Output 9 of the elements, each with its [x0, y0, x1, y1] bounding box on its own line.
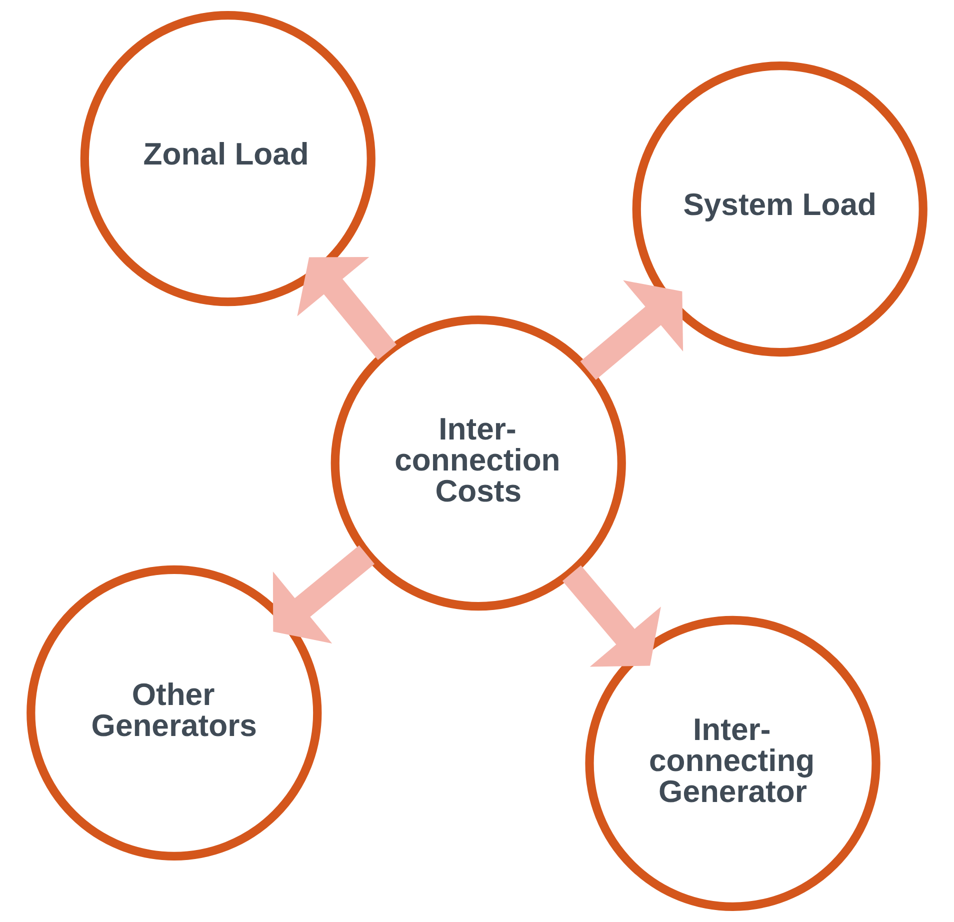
node-circle: Other Generators — [26, 565, 322, 860]
arrow — [562, 565, 661, 667]
node-circle: Zonal Load — [80, 11, 376, 306]
arrow — [272, 545, 374, 644]
node-circle: System Load — [632, 62, 928, 357]
arrow — [297, 257, 397, 360]
arrow — [580, 280, 684, 380]
node-circle: Inter- connection Costs — [330, 316, 626, 611]
node-circle: Inter- connecting Generator — [585, 616, 880, 911]
